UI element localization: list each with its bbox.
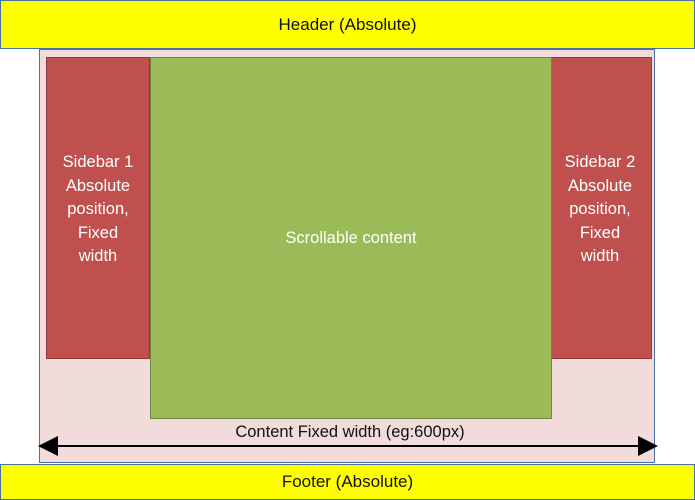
width-dimension-arrow	[38, 436, 658, 456]
sidebar-2-block: Sidebar 2 Absolute position, Fixed width	[548, 57, 652, 359]
header-label: Header (Absolute)	[278, 14, 417, 34]
footer-label: Footer (Absolute)	[281, 472, 414, 491]
footer-block: Footer (Absolute)	[0, 464, 695, 500]
sidebar-2-label: Sidebar 2 Absolute position, Fixed width	[564, 153, 636, 265]
scrollable-content-block: Scrollable content	[150, 57, 552, 419]
header-block: Header (Absolute)	[0, 0, 695, 49]
scrollable-content-label: Scrollable content	[285, 229, 417, 247]
sidebar-1-block: Sidebar 1 Absolute position, Fixed width	[46, 57, 150, 359]
sidebar-1-label: Sidebar 1 Absolute position, Fixed width	[62, 153, 134, 265]
